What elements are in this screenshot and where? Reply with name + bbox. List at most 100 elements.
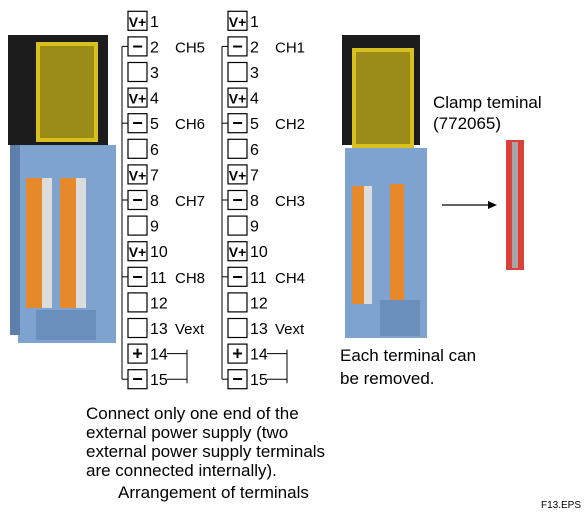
- terminal-number: 1: [150, 14, 159, 31]
- terminal-number: 3: [150, 65, 159, 82]
- terminal-number: 6: [150, 142, 159, 159]
- terminal-number: 15: [250, 372, 268, 389]
- terminal-box: [227, 215, 248, 236]
- terminal-box: [227, 164, 248, 185]
- terminal-symbol: V+: [229, 91, 247, 107]
- terminal-box: [227, 292, 248, 313]
- power-supply-note-line: Connect only one end of the: [86, 404, 299, 423]
- terminal-number: 1: [250, 14, 259, 31]
- terminal-box: [127, 61, 148, 83]
- clamp-terminal-label-line: (772065): [433, 114, 502, 133]
- terminal-symbol: −: [132, 190, 143, 210]
- terminal-number: 13: [150, 321, 168, 338]
- channel-label: CH3: [275, 193, 305, 210]
- terminal-symbol: −: [232, 190, 243, 210]
- terminal-number: 15: [150, 372, 168, 389]
- terminal-box: [227, 10, 248, 31]
- terminal-box: [227, 317, 248, 339]
- terminal-number: 14: [250, 347, 268, 364]
- clamp-terminal-label-line: Clamp teminal: [433, 93, 542, 112]
- terminal-number: 3: [250, 65, 259, 82]
- terminal-number: 8: [150, 193, 159, 210]
- channel-label: Vext: [275, 321, 305, 338]
- terminal-number: 5: [250, 116, 259, 133]
- clamp-terminal-label: Clamp teminal (772065): [433, 92, 542, 134]
- terminal-number: 12: [150, 295, 168, 312]
- terminal-symbol: −: [132, 113, 143, 133]
- removable-note-line: be removed.: [340, 369, 435, 388]
- terminal-box: [127, 343, 148, 364]
- clamp-terminal-image: [506, 140, 524, 270]
- terminal-box: [227, 343, 248, 364]
- channel-label: CH2: [275, 116, 305, 133]
- terminal-symbol: V+: [129, 91, 147, 107]
- terminal-number: 6: [250, 142, 259, 159]
- terminal-symbol: −: [132, 36, 143, 56]
- channel-label: CH7: [175, 193, 205, 210]
- channel-label: CH8: [175, 270, 205, 287]
- terminal-symbol: V+: [129, 167, 147, 183]
- terminal-symbol: −: [232, 113, 243, 133]
- terminal-symbol: −: [232, 369, 243, 389]
- terminal-number: 13: [250, 321, 268, 338]
- terminal-number: 10: [150, 244, 168, 261]
- terminal-box: [127, 241, 148, 262]
- power-supply-note: Connect only one end of the external pow…: [86, 404, 325, 480]
- terminal-box: [127, 215, 148, 236]
- channel-label: CH4: [275, 270, 305, 287]
- terminal-box: [127, 138, 148, 159]
- module-photo-right: [342, 35, 427, 338]
- terminal-number: 5: [150, 116, 159, 133]
- terminal-number: 11: [250, 270, 267, 287]
- terminal-number: 9: [250, 219, 259, 236]
- terminal-number: 2: [250, 39, 259, 56]
- terminal-box: [227, 241, 248, 262]
- power-supply-note-line: external power supply (two: [86, 423, 289, 442]
- terminal-symbol: +: [132, 344, 143, 364]
- terminal-box: [227, 138, 248, 159]
- terminal-number: 4: [250, 91, 259, 108]
- terminal-box: [227, 87, 248, 108]
- channel-label: Vext: [175, 321, 205, 338]
- terminal-box: [127, 164, 148, 185]
- module-photo-left: [8, 35, 116, 343]
- terminal-number: 14: [150, 347, 168, 364]
- terminal-box: [227, 61, 248, 83]
- terminal-number: 4: [150, 91, 159, 108]
- terminal-symbol: V+: [129, 14, 147, 30]
- channel-label: CH5: [175, 39, 205, 56]
- terminal-box: [127, 87, 148, 108]
- terminal-number: 11: [150, 270, 167, 287]
- channel-label: CH1: [275, 39, 305, 56]
- terminal-number: 7: [150, 167, 159, 184]
- terminal-symbol: −: [232, 36, 243, 56]
- removable-note-line: Each terminal can: [340, 346, 477, 365]
- terminal-symbol: −: [132, 369, 143, 389]
- channel-label: CH6: [175, 116, 205, 133]
- terminal-symbol: V+: [229, 14, 247, 30]
- terminal-symbol: V+: [229, 167, 247, 183]
- terminal-symbol: V+: [129, 244, 147, 260]
- terminal-box: [127, 10, 148, 31]
- arrow-head: [488, 201, 497, 209]
- terminal-symbol: +: [232, 344, 243, 364]
- terminal-number: 9: [150, 219, 159, 236]
- figure-id: F13.EPS: [541, 500, 582, 511]
- terminal-number: 12: [250, 295, 268, 312]
- figure-caption: Arrangement of terminals: [118, 483, 309, 502]
- terminal-symbol: −: [132, 267, 143, 287]
- terminal-box: [127, 317, 148, 339]
- terminal-number: 10: [250, 244, 268, 261]
- terminal-symbol: −: [232, 267, 243, 287]
- terminal-symbol: V+: [229, 244, 247, 260]
- power-supply-note-line: external power supply terminals: [86, 442, 326, 461]
- terminal-number: 8: [250, 193, 259, 210]
- removable-note: Each terminal can be removed.: [340, 344, 476, 390]
- power-supply-note-line: are connected internally).: [86, 461, 277, 480]
- terminal-number: 7: [250, 167, 259, 184]
- terminal-box: [127, 292, 148, 313]
